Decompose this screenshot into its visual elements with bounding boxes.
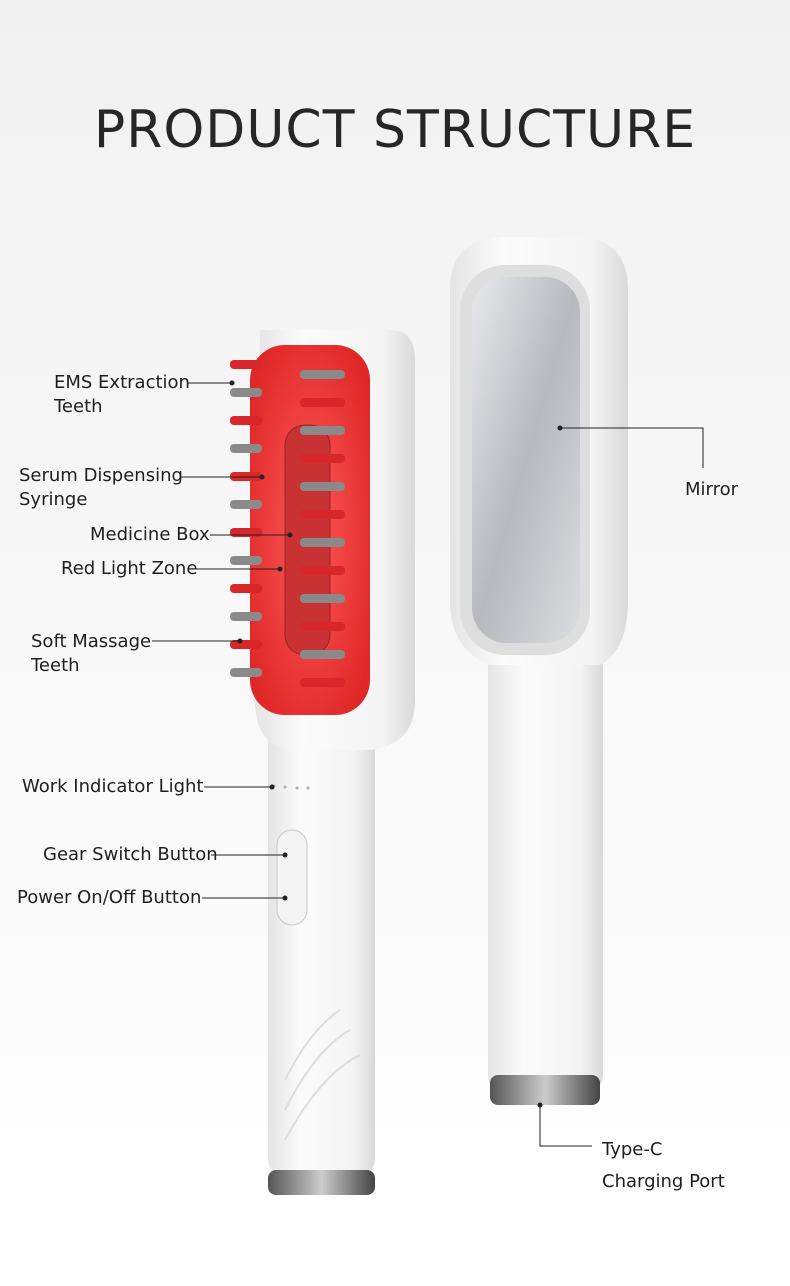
comb-tooth [300,538,345,547]
comb-tooth [230,556,262,565]
comb-tooth [300,482,345,491]
label-red-light-zone: Red Light Zone [61,558,198,579]
button-panel [276,829,308,926]
comb-tooth [300,510,345,519]
comb-tooth [300,650,345,659]
label-line: Serum Dispensing [19,465,183,486]
label-gear-switch: Gear Switch Button [43,844,218,865]
comb-tooth [230,528,262,537]
label-serum-syringe: Serum Dispensing Syringe [19,464,183,512]
comb-tooth [230,612,262,621]
label-soft-massage-teeth: Soft Massage Teeth [31,630,151,678]
comb-tooth [230,388,262,397]
label-line: Teeth [54,396,103,417]
comb-tooth [230,416,262,425]
brush-back-view [450,237,628,1105]
page-title: PRODUCT STRUCTURE [93,100,697,160]
label-ems-teeth: EMS Extraction Teeth [54,371,190,419]
leader-lines [152,382,704,1147]
label-medicine-box: Medicine Box [90,524,210,545]
brush-front-view [230,330,415,1195]
label-work-indicator: Work Indicator Light [22,776,204,797]
comb-tooth [300,622,345,631]
label-mirror: Mirror [685,479,739,500]
label-line: Type-C [602,1139,663,1160]
comb-tooth [300,398,345,407]
comb-tooth [230,584,262,593]
label-power-button: Power On/Off Button [17,887,202,908]
mirror-surface [472,277,580,643]
comb-tooth [230,668,262,677]
label-line: Soft Massage [31,631,152,652]
label-line: EMS Extraction [54,372,190,393]
comb-tooth [230,500,262,509]
label-line: Syringe [19,489,88,510]
comb-tooth [300,678,345,687]
comb-tooth [300,566,345,575]
label-line: Charging Port [602,1171,725,1192]
comb-tooth [300,454,345,463]
label-typec-port: Type-C Charging Port [602,1134,725,1198]
label-line: Teeth [31,655,80,676]
comb-tooth [300,594,345,603]
comb-tooth [300,370,345,379]
comb-tooth [300,426,345,435]
comb-tooth [230,360,262,369]
comb-tooth [230,444,262,453]
